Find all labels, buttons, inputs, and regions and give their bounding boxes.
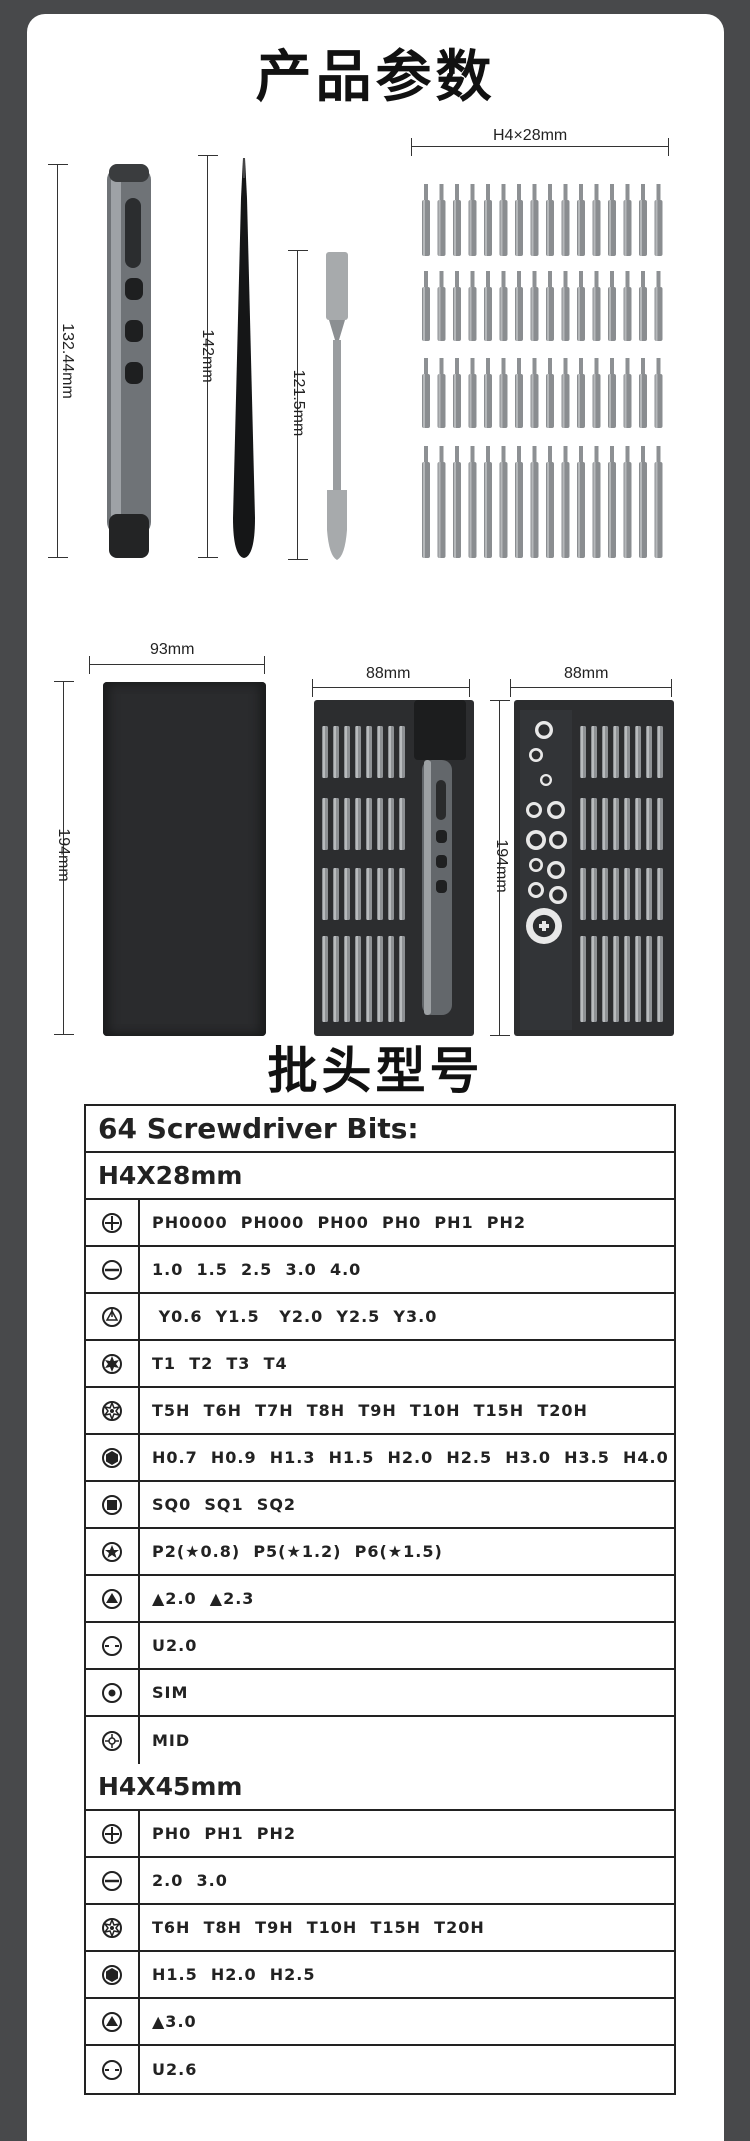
bit-sizes-text: SIM xyxy=(152,1683,189,1702)
case-width-label: 93mm xyxy=(150,641,195,658)
spudger-dimension-line xyxy=(288,250,308,560)
table-row: ▲2.0 ▲2.3 xyxy=(86,1576,674,1623)
bit-models-title: 批头型号 xyxy=(267,1042,484,1100)
lid-width-label: 88mm xyxy=(564,665,609,682)
bits-array-image xyxy=(422,184,663,558)
bit-sizes-text: H0.7 H0.9 H1.3 H1.5 H2.0 H2.5 H3.0 H3.5 … xyxy=(152,1448,669,1467)
pentalobe-icon xyxy=(86,1529,140,1574)
table-row: SIM xyxy=(86,1670,674,1717)
spudger-height-label: 121.5mm xyxy=(290,369,307,437)
case-height-line xyxy=(54,681,74,1035)
bit-size-label: H4×28mm xyxy=(493,127,568,144)
bit-sizes-text: ▲2.0 ▲2.3 xyxy=(152,1589,255,1608)
triangle-icon xyxy=(86,1576,140,1621)
lid-height-line xyxy=(490,700,510,1036)
bit-sizes-text: SQ0 SQ1 SQ2 xyxy=(152,1495,297,1514)
mid-icon xyxy=(86,1717,140,1764)
slotted-icon xyxy=(86,1247,140,1292)
case-height-label: 194mm xyxy=(55,828,72,882)
table-row: MID xyxy=(86,1717,674,1764)
table-row: Y0.6 Y1.5 Y2.0 Y2.5 Y3.0 xyxy=(86,1294,674,1341)
table-row: T1 T2 T3 T4 xyxy=(86,1341,674,1388)
u-type-icon xyxy=(86,2046,140,2093)
hex-icon xyxy=(86,1435,140,1480)
open-width-line xyxy=(312,679,470,697)
bit-sizes-text: 2.0 3.0 xyxy=(152,1871,228,1890)
bit-sizes-text: 1.0 1.5 2.5 3.0 4.0 xyxy=(152,1260,362,1279)
torx-icon xyxy=(86,1341,140,1386)
group2-title: H4X45mm xyxy=(86,1764,674,1811)
hex-icon xyxy=(86,1952,140,1997)
table-row: U2.0 xyxy=(86,1623,674,1670)
table-row: SQ0 SQ1 SQ2 xyxy=(86,1482,674,1529)
table-row: 2.0 3.0 xyxy=(86,1858,674,1905)
params-title: 产品参数 xyxy=(255,45,496,110)
bit-sizes-text: P2(★0.8) P5(★1.2) P6(★1.5) xyxy=(152,1542,443,1561)
bit-dimension-line xyxy=(411,138,669,156)
bit-sizes-text: T5H T6H T7H T8H T9H T10H T15H T20H xyxy=(152,1401,588,1420)
case-width-line xyxy=(89,656,265,674)
torx-security-icon xyxy=(86,1905,140,1950)
open-width-label: 88mm xyxy=(366,665,411,682)
bit-sizes-text: U2.0 xyxy=(152,1636,198,1655)
table-row: P2(★0.8) P5(★1.2) P6(★1.5) xyxy=(86,1529,674,1576)
table-title: 64 Screwdriver Bits: xyxy=(86,1106,674,1153)
driver-height-label: 132.44mm xyxy=(59,323,76,399)
closed-case-image xyxy=(103,682,266,1036)
bit-sizes-text: T1 T2 T3 T4 xyxy=(152,1354,288,1373)
tweezer-image xyxy=(233,158,255,558)
table-row: ▲3.0 xyxy=(86,1999,674,2046)
table-row: PH0 PH1 PH2 xyxy=(86,1811,674,1858)
phillips-icon xyxy=(86,1200,140,1245)
open-case-image xyxy=(314,700,474,1036)
driver-dimension-line xyxy=(48,164,68,558)
table-row: 1.0 1.5 2.5 3.0 4.0 xyxy=(86,1247,674,1294)
product-card: 产品参数 132.44mm 142mm 121.5mm H4×28mm 93mm… xyxy=(27,14,724,2141)
phillips-icon xyxy=(86,1811,140,1856)
screwdriver-image xyxy=(107,164,151,558)
bit-sizes-text: ▲3.0 xyxy=(152,2012,197,2031)
group1-rows: PH0000 PH000 PH00 PH0 PH1 PH2 1.0 1.5 2.5… xyxy=(86,1200,674,1764)
lid-case-image xyxy=(514,700,674,1036)
bit-sizes-text: Y0.6 Y1.5 Y2.0 Y2.5 Y3.0 xyxy=(152,1307,438,1326)
sim-icon xyxy=(86,1670,140,1715)
table-row: T6H T8H T9H T10H T15H T20H xyxy=(86,1905,674,1952)
lid-height-label: 194mm xyxy=(493,839,510,893)
bit-sizes-text: T6H T8H T9H T10H T15H T20H xyxy=(152,1918,485,1937)
lid-width-line xyxy=(510,679,672,697)
bit-sizes-text: PH0000 PH000 PH00 PH0 PH1 PH2 xyxy=(152,1213,526,1232)
group1-title: H4X28mm xyxy=(86,1153,674,1200)
bit-sizes-text: H1.5 H2.0 H2.5 xyxy=(152,1965,316,1984)
triangle-icon xyxy=(86,1999,140,2044)
slotted-icon xyxy=(86,1858,140,1903)
bit-sizes-text: PH0 PH1 PH2 xyxy=(152,1824,297,1843)
square-icon xyxy=(86,1482,140,1527)
tweezer-height-label: 142mm xyxy=(199,329,216,383)
spudger-image xyxy=(326,252,348,560)
torx-security-icon xyxy=(86,1388,140,1433)
table-row: U2.6 xyxy=(86,2046,674,2093)
bit-sizes-text: MID xyxy=(152,1731,191,1750)
table-row: H1.5 H2.0 H2.5 xyxy=(86,1952,674,1999)
tweezer-dimension-line xyxy=(198,155,218,558)
bit-models-table: 64 Screwdriver Bits: H4X28mm PH0000 PH00… xyxy=(84,1104,676,2095)
table-row: H0.7 H0.9 H1.3 H1.5 H2.0 H2.5 H3.0 H3.5 … xyxy=(86,1435,674,1482)
bit-sizes-text: U2.6 xyxy=(152,2060,198,2079)
table-row: PH0000 PH000 PH00 PH0 PH1 PH2 xyxy=(86,1200,674,1247)
tri-wing-icon xyxy=(86,1294,140,1339)
u-type-icon xyxy=(86,1623,140,1668)
table-row: T5H T6H T7H T8H T9H T10H T15H T20H xyxy=(86,1388,674,1435)
